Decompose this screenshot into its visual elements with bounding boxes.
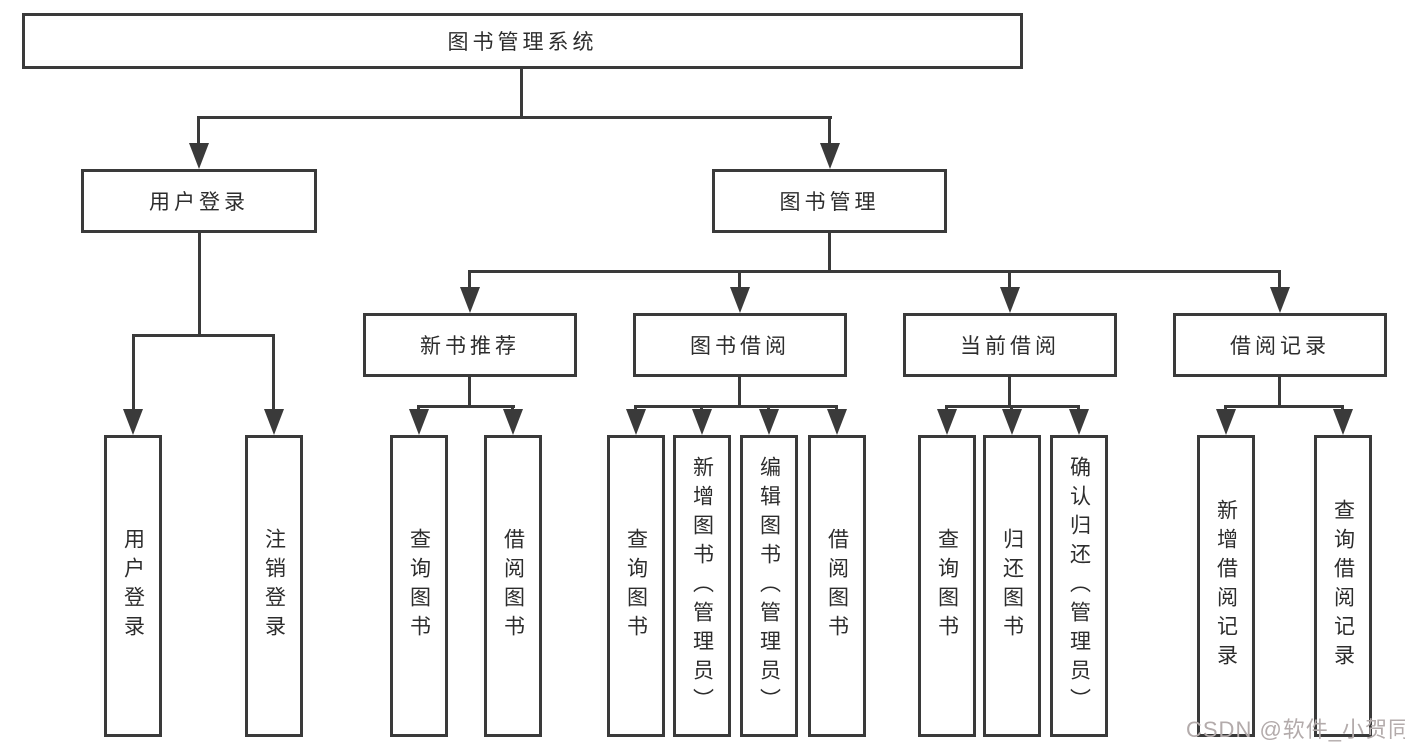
- connector-line: [197, 116, 832, 119]
- leaf-borrow-books-recommend: 借阅图书: [484, 435, 542, 737]
- leaf-label: 查询图书: [935, 528, 959, 644]
- leaf-label: 用户登录: [121, 528, 145, 644]
- node-new-book-recommend: 新书推荐: [363, 313, 577, 377]
- arrow-down-icon: [827, 409, 847, 435]
- leaf-label: 查询借阅记录: [1331, 499, 1355, 673]
- connector-line: [828, 116, 831, 146]
- leaf-add-borrow-record: 新增借阅记录: [1197, 435, 1255, 737]
- leaf-label: 编辑图书（管理员）: [757, 455, 781, 717]
- connector-line: [738, 377, 741, 408]
- connector-line: [418, 405, 515, 408]
- connector-line: [738, 270, 741, 290]
- leaf-label: 查询图书: [407, 528, 431, 644]
- leaf-label: 确认归还（管理员）: [1067, 455, 1091, 717]
- connector-line: [197, 116, 200, 146]
- connector-line: [1008, 377, 1011, 408]
- node-current-borrow: 当前借阅: [903, 313, 1117, 377]
- connector-line: [198, 233, 201, 336]
- leaf-label: 注销登录: [262, 528, 286, 644]
- connector-line: [1278, 270, 1281, 290]
- arrow-down-icon: [820, 143, 840, 169]
- leaf-label: 查询图书: [624, 528, 648, 644]
- connector-line: [520, 69, 523, 119]
- arrow-down-icon: [460, 287, 480, 313]
- leaf-label: 借阅图书: [501, 528, 525, 644]
- arrow-down-icon: [264, 409, 284, 435]
- leaf-query-borrow-record: 查询借阅记录: [1314, 435, 1372, 737]
- connector-line: [468, 377, 471, 408]
- connector-line: [1224, 405, 1344, 408]
- arrow-down-icon: [759, 409, 779, 435]
- arrow-down-icon: [123, 409, 143, 435]
- arrow-down-icon: [1002, 409, 1022, 435]
- leaf-label: 新增图书（管理员）: [690, 455, 714, 717]
- leaf-edit-book-admin: 编辑图书（管理员）: [740, 435, 798, 737]
- arrow-down-icon: [626, 409, 646, 435]
- arrow-down-icon: [503, 409, 523, 435]
- node-book-borrow: 图书借阅: [633, 313, 847, 377]
- connector-line: [468, 270, 471, 290]
- arrow-down-icon: [730, 287, 750, 313]
- connector-line: [1008, 270, 1011, 290]
- node-library-system: 图书管理系统: [22, 13, 1023, 69]
- leaf-return-book: 归还图书: [983, 435, 1041, 737]
- connector-line: [132, 334, 275, 337]
- leaf-logout: 注销登录: [245, 435, 303, 737]
- arrow-down-icon: [937, 409, 957, 435]
- leaf-label: 新增借阅记录: [1214, 499, 1238, 673]
- leaf-user-login: 用户登录: [104, 435, 162, 737]
- watermark: CSDN @软件_小贺同学: [1186, 717, 1405, 742]
- arrow-down-icon: [409, 409, 429, 435]
- connector-line: [469, 270, 1281, 273]
- connector-line: [634, 405, 838, 408]
- leaf-query-books-borrow: 查询图书: [607, 435, 665, 737]
- leaf-borrow-books: 借阅图书: [808, 435, 866, 737]
- leaf-label: 归还图书: [1000, 528, 1024, 644]
- connector-line: [272, 334, 275, 410]
- connector-line: [828, 233, 831, 273]
- arrow-down-icon: [1000, 287, 1020, 313]
- arrow-down-icon: [1270, 287, 1290, 313]
- node-user-login: 用户登录: [81, 169, 317, 233]
- leaf-confirm-return-admin: 确认归还（管理员）: [1050, 435, 1108, 737]
- connector-line: [1278, 377, 1281, 408]
- arrow-down-icon: [189, 143, 209, 169]
- arrow-down-icon: [1069, 409, 1089, 435]
- node-borrow-records: 借阅记录: [1173, 313, 1387, 377]
- leaf-query-books-current: 查询图书: [918, 435, 976, 737]
- connector-line: [132, 334, 135, 410]
- arrow-down-icon: [1333, 409, 1353, 435]
- leaf-add-book-admin: 新增图书（管理员）: [673, 435, 731, 737]
- leaf-query-books-recommend: 查询图书: [390, 435, 448, 737]
- arrow-down-icon: [692, 409, 712, 435]
- leaf-label: 借阅图书: [825, 528, 849, 644]
- node-book-management: 图书管理: [712, 169, 947, 233]
- arrow-down-icon: [1216, 409, 1236, 435]
